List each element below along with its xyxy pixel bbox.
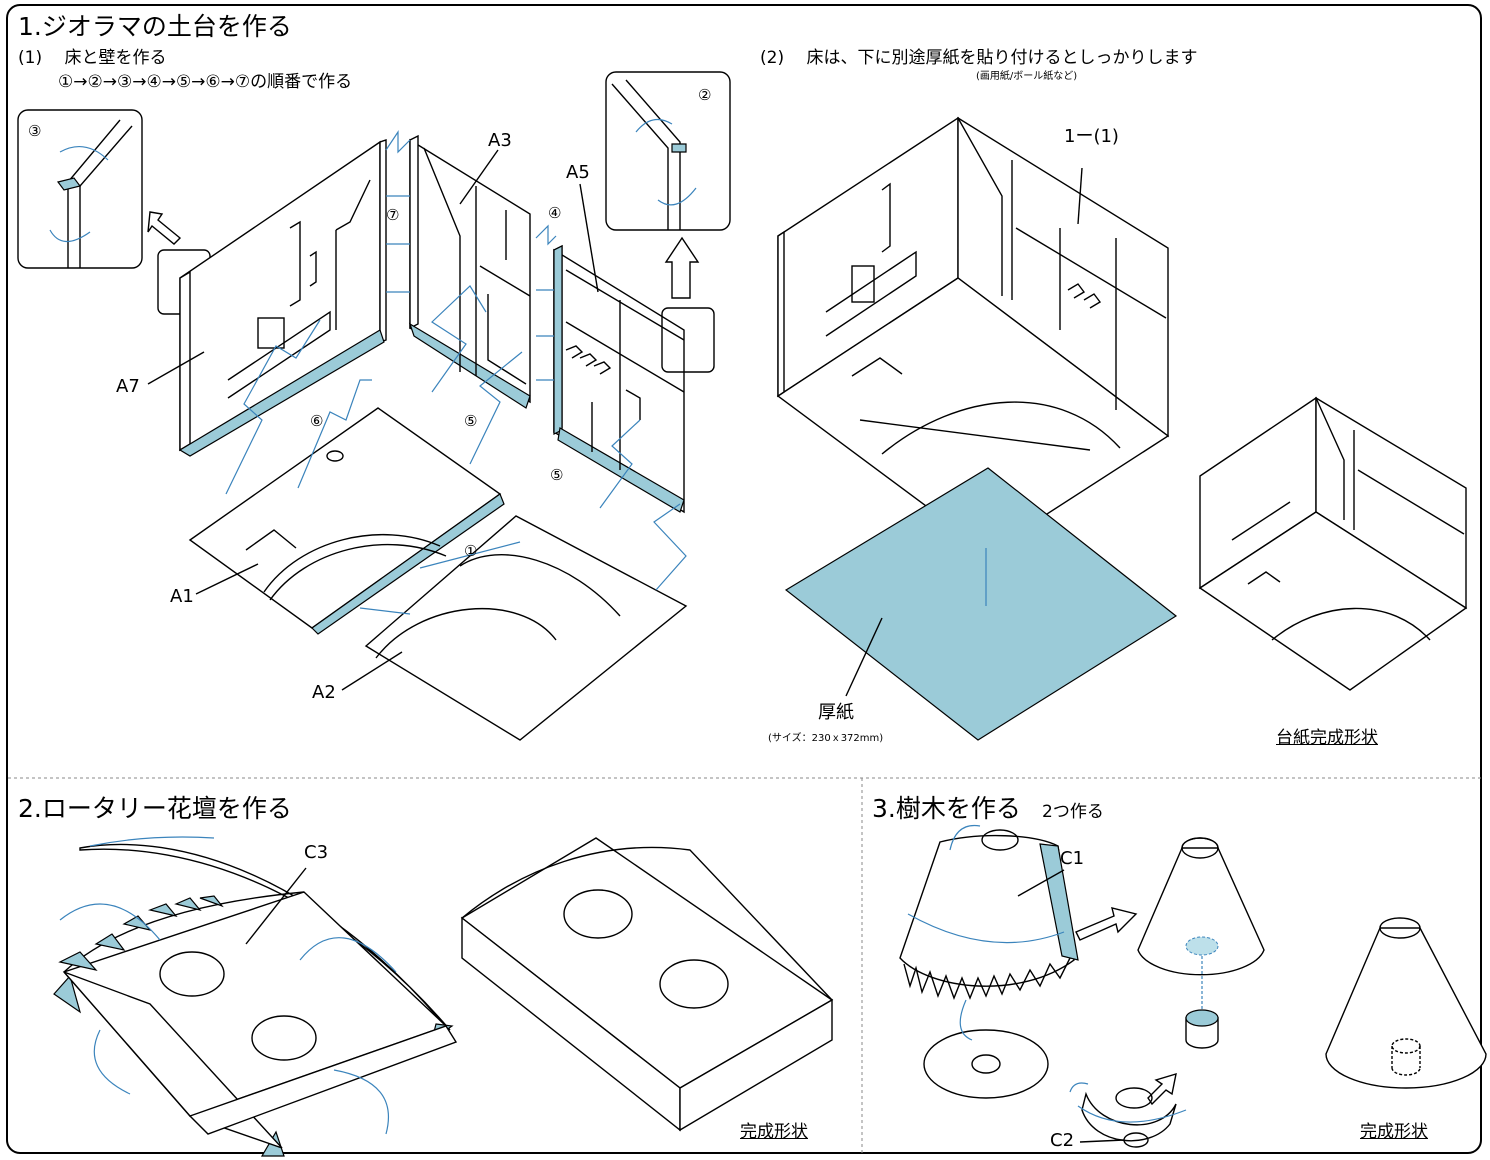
diagram-frame (6, 4, 1482, 1154)
detail-box-step2 (605, 71, 731, 231)
detail-box-step3 (17, 109, 143, 269)
cardboard-sheet (784, 467, 1178, 741)
tree-base-c2 (1069, 1082, 1187, 1148)
leader-cardboard (845, 617, 883, 697)
leader-a1 (195, 563, 259, 595)
section1-sub2-note: (画用紙/ボール紙など) (976, 71, 1078, 82)
part-c1: C1 (1060, 848, 1085, 869)
flowerbed-completed (460, 837, 834, 1132)
guide-zigzag-6b (297, 379, 372, 489)
detail-callout-a5 (661, 307, 715, 373)
step5a-marker: ⑤ (464, 412, 478, 430)
cardboard-size: (サイズ：230ｘ372mm) (768, 733, 884, 744)
guide-zigzag-6a (225, 319, 321, 495)
leader-a3 (459, 149, 499, 205)
leader-a7 (147, 351, 205, 385)
part-a2: A2 (312, 682, 336, 703)
assembled-base-small (1198, 396, 1468, 691)
tree-completed-label: 完成形状 (1360, 1122, 1428, 1142)
build-order: ①→②→③→④→⑤→⑥→⑦の順番で作る (58, 72, 353, 92)
guide-zigzag-5a (431, 285, 487, 393)
floor-a1 (188, 407, 505, 635)
guide-zigzag-5d (653, 503, 687, 591)
cardboard-label: 厚紙 (818, 702, 854, 723)
guide-zigzag-5b (469, 351, 523, 465)
step6-marker: ⑥ (310, 412, 324, 430)
part-a3: A3 (488, 130, 512, 151)
part-a1: A1 (170, 586, 194, 607)
section3-title: 3.樹木を作る (872, 794, 1021, 823)
leader-a5 (579, 183, 599, 293)
arrow-to-detail2 (664, 236, 700, 299)
section1-title: 1.ジオラマの土台を作る (18, 12, 292, 41)
wall-a5 (553, 244, 685, 514)
base-completed-label: 台紙完成形状 (1276, 728, 1378, 748)
arrow-to-detail3 (147, 211, 182, 245)
section3-note: 2つ作る (1042, 802, 1104, 822)
step4-marker: ④ (548, 204, 562, 222)
flowerbed-unfolded (53, 836, 458, 1157)
step2-marker: ② (698, 86, 712, 104)
wall-a3 (408, 134, 531, 409)
guide-zigzag-5c (599, 419, 641, 509)
guide-zigzag-4 (535, 224, 557, 246)
assembled-base-large (776, 116, 1170, 553)
leader-1-1 (1077, 167, 1083, 225)
wall-a7 (178, 139, 387, 457)
tree-cone (1137, 837, 1265, 1049)
part-a7: A7 (116, 376, 140, 397)
flowerbed-completed-label: 完成形状 (740, 1122, 808, 1142)
guide-line (359, 607, 411, 615)
guide-zigzag-7 (385, 130, 411, 154)
step7-marker: ⑦ (386, 206, 400, 224)
guide-line (419, 541, 521, 569)
part-ref-1-1: 1ー(1) (1064, 126, 1119, 147)
step1-marker: ① (464, 542, 478, 560)
tree-unfolded-c1 (899, 824, 1079, 1099)
section1-sub2: (2) 床は、下に別途厚紙を貼り付けるとしっかりします (760, 48, 1198, 68)
part-c3: C3 (304, 842, 329, 863)
arrow-to-cylinder (1147, 1072, 1177, 1106)
part-c2: C2 (1050, 1130, 1075, 1151)
section2-title: 2.ロータリー花壇を作る (18, 794, 292, 823)
part-a5: A5 (566, 162, 590, 183)
arrow-to-cone (1075, 907, 1138, 941)
leader-a2 (341, 651, 403, 691)
step5b-marker: ⑤ (550, 466, 564, 484)
floor-a2 (364, 515, 688, 741)
section1-sub1: (1) 床と壁を作る (18, 48, 167, 68)
tree-completed (1325, 917, 1487, 1089)
step3-marker: ③ (28, 122, 42, 140)
